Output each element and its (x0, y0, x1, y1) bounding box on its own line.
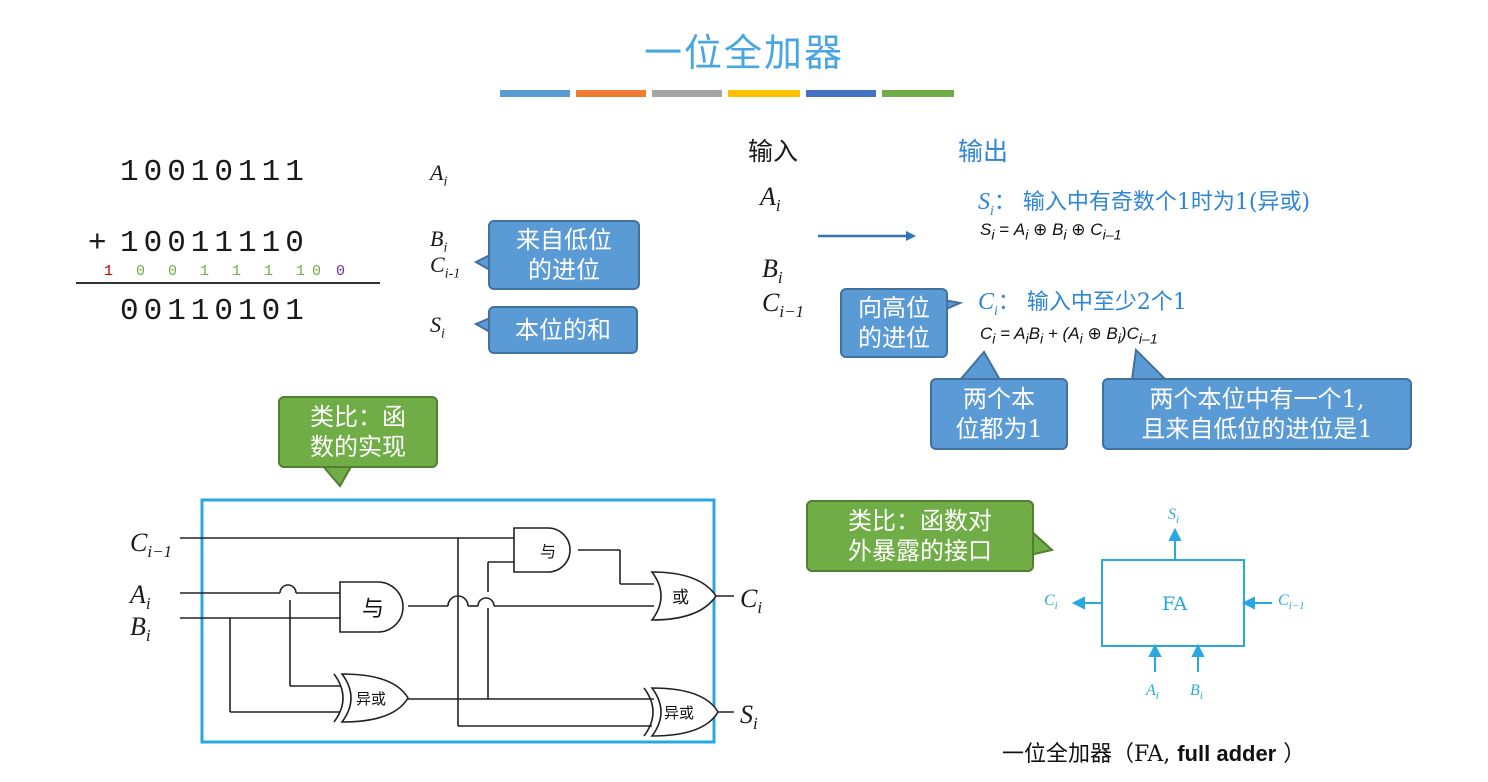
color-segment-4 (728, 90, 800, 97)
carry-digit-7: 0 (312, 263, 322, 280)
circuit-output-ci: Ci (740, 584, 763, 618)
io-label-ci-1: Ci−1 (762, 288, 805, 322)
circuit-output-si: Si (740, 700, 758, 734)
callout-function-impl: 类比：函数的实现 (278, 396, 438, 468)
label-si: Si (430, 312, 445, 342)
and-label-lower: 与 (362, 597, 384, 622)
callout-sum: 本位的和 (488, 306, 638, 354)
circuit-input-ai: Ai (130, 580, 151, 614)
callout-both-one: 两个本位都为1 (930, 378, 1068, 450)
color-segment-5 (806, 90, 876, 97)
fa-input-ci-1: Ci−1 (1278, 592, 1305, 613)
addend-b: 10011110 (120, 226, 309, 261)
or-gate (650, 571, 717, 621)
xor-gate-2 (650, 687, 719, 737)
fa-input-ai: Ai (1146, 682, 1159, 703)
output-heading: 输出 (958, 137, 1009, 166)
and-gate-lower (339, 581, 404, 633)
fa-output-si: Si (1168, 506, 1180, 527)
callout-carry-in: 来自低位的进位 (488, 220, 640, 290)
color-segment-3 (652, 90, 722, 97)
fa-input-bi: Bi (1190, 682, 1203, 703)
input-heading: 输入 (748, 137, 799, 166)
color-segment-2 (576, 90, 646, 97)
circuit-frame (200, 498, 716, 744)
io-label-ai: Ai (760, 182, 781, 216)
ci-description: Ci： 输入中至少2个1 (978, 289, 1187, 319)
carry-digit-8: 0 (336, 263, 346, 280)
carry-digit-1: 0 (136, 263, 146, 280)
si-description: Si： 输入中有奇数个1时为1(异或) (978, 189, 1311, 219)
circuit-input-bi: Bi (130, 612, 151, 646)
sum-underline (76, 282, 380, 284)
label-bi: Bi (430, 226, 448, 256)
io-label-bi: Bi (762, 254, 783, 288)
callout-carry-out: 向高位的进位 (840, 288, 948, 358)
carry-digit-2: 0 (168, 263, 178, 280)
label-ci-1: Ci-1 (430, 252, 461, 282)
and-label-upper: 与 (540, 542, 556, 561)
and-gate-upper (513, 527, 571, 573)
color-segment-1 (500, 90, 570, 97)
si-formula: Si = Ai ⊕ Bi ⊕ Ci–1 (980, 220, 1122, 244)
callout-function-interface: 类比：函数对外暴露的接口 (806, 500, 1034, 572)
xor-label-2: 异或 (664, 704, 694, 722)
carry-digit-4: 1 (232, 263, 242, 280)
circuit-input-ci-1: Ci−1 (130, 528, 173, 562)
xor-label-1: 异或 (356, 690, 386, 708)
or-label: 或 (672, 588, 689, 608)
page-title: 一位全加器 (643, 31, 844, 75)
plus-sign: + (88, 226, 112, 261)
carry-digit-6: 1 (296, 263, 306, 280)
xor-gate-1 (340, 673, 409, 723)
carry-digit-3: 1 (200, 263, 210, 280)
carry-digit-0: 1 (104, 263, 114, 280)
carry-digit-5: 1 (264, 263, 274, 280)
ci-formula: Ci = AiBi + (Ai ⊕ Bi)Ci–1 (980, 324, 1158, 348)
sum-result: 00110101 (120, 294, 309, 329)
color-segment-6 (882, 90, 954, 97)
fa-label: FA (1162, 593, 1188, 615)
callout-one-plus-carry: 两个本位中有一个1,且来自低位的进位是1 (1102, 378, 1412, 450)
addend-a: 10010111 (120, 155, 309, 190)
carry-row: 1 0 0 1 1 1 1 0 0 (104, 263, 354, 283)
label-ai: Ai (430, 160, 448, 190)
fa-output-ci: Ci (1044, 592, 1058, 613)
fa-caption: 一位全加器（FA, full adder ） (1002, 741, 1306, 767)
